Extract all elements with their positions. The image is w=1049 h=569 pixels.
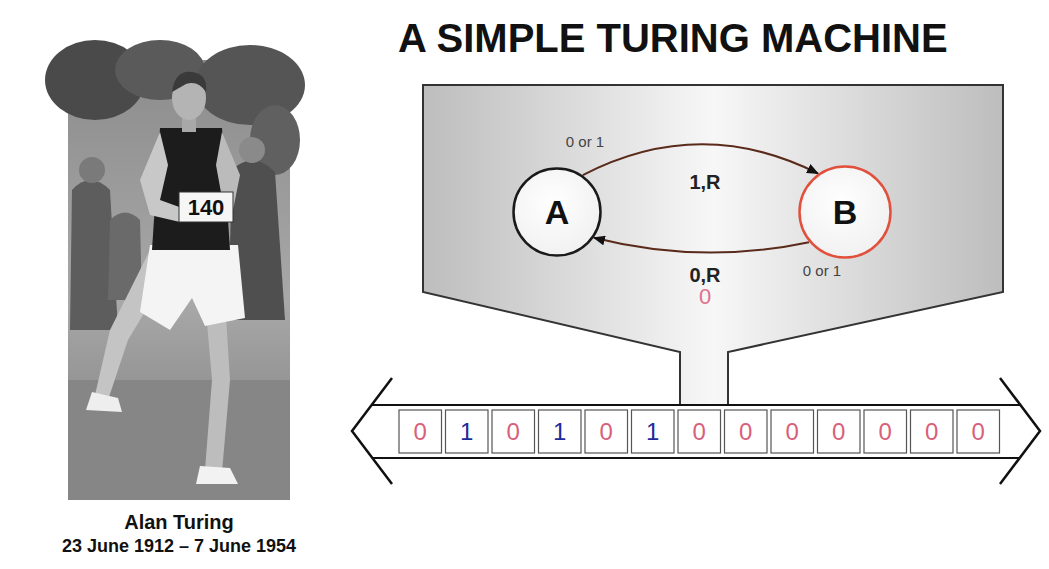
tape-cell [399,410,442,453]
tape-symbol: 0 [600,419,613,445]
transition-arrow [583,144,818,175]
tape-symbol: 0 [925,419,938,445]
tape-cell [492,410,535,453]
runner [86,72,245,484]
tape-symbol: 1 [460,419,473,445]
housing-outline [423,85,1003,405]
state-circle: B [798,165,892,259]
tape-symbol: 0 [693,419,706,445]
written-symbol: 0 [699,285,711,309]
tape-symbol: 0 [972,419,985,445]
tape-symbol: 0 [507,419,520,445]
tape-symbol: 1 [553,419,566,445]
tape-cell [678,410,721,453]
tape-cell [911,410,954,453]
state-name: B [833,193,858,232]
tape-edge [372,404,1020,406]
tape-symbol: 0 [879,419,892,445]
tape-left-arrow [352,378,392,484]
tape-symbol: 0 [414,419,427,445]
title: A SIMPLE TURING MACHINE [398,16,948,60]
tape-symbol: 1 [646,419,659,445]
transition-label: 1,R [689,171,720,193]
life-dates: 23 June 1912 – 7 June 1954 [62,537,296,557]
state-name: A [545,193,570,232]
transition-label: 0,R [689,264,720,286]
tape-cell [585,410,628,453]
tape-cell [725,410,768,453]
transition-arrow [594,238,809,253]
tape-symbol: 0 [786,419,799,445]
tape-cells [399,410,1000,453]
read-condition: 0 or 1 [803,263,841,280]
read-condition: 0 or 1 [566,134,604,151]
tape-right-arrow [1000,378,1040,484]
bib-number: 140 [188,196,225,220]
tape-symbol: 0 [739,419,752,445]
track [68,380,290,500]
tape-cell [632,410,675,453]
tape-edge [372,457,1020,459]
photo-caption: Alan Turing [124,511,234,533]
tape-symbol: 0 [832,419,845,445]
tape-cell [771,410,814,453]
tape-cell [957,410,1000,453]
tape-cell [864,410,907,453]
circle-shape [514,169,601,256]
state-circle: A [512,167,602,257]
tape-cell [446,410,489,453]
tape-cell [818,410,861,453]
tape-cell [539,410,582,453]
circle-shape [800,167,891,258]
